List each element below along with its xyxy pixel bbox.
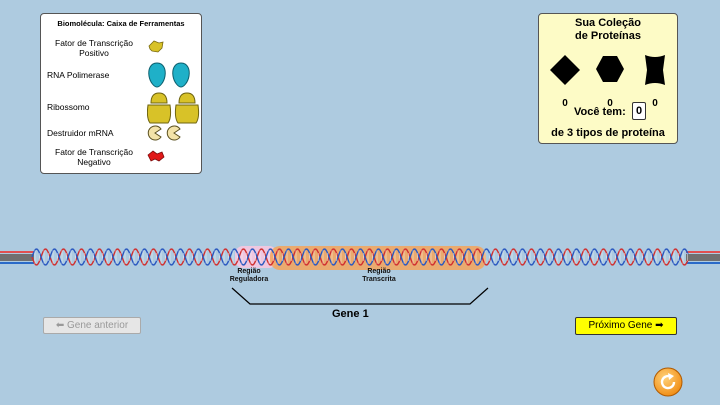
mrna-destroyer-icon[interactable] [147,125,183,141]
toolbox-label-rna-polymerase: RNA Polimerase [47,70,110,80]
dna-end-left-blue [0,262,34,264]
gene-label: Gene 1 [332,308,369,320]
dna-strand [0,246,720,270]
dna-strand-end-right [686,254,720,261]
dna-end-right-blue [686,262,720,264]
toolbox-label-mrna-destroyer: Destruidor mRNA [47,128,114,138]
reset-button[interactable] [653,367,683,397]
arrow-left-icon: ⬅ [55,320,65,331]
dna-strand-end-left [0,254,34,261]
negative-transcription-factor-icon[interactable] [147,149,165,163]
biomolecule-toolbox: Biomolécula: Caixa de Ferramentas Fator … [40,13,202,174]
protein-types-label: de 3 tipos de proteína [551,127,665,139]
positive-transcription-factor-icon[interactable] [147,40,165,54]
hexagon-protein-icon [596,56,624,82]
you-have-label: Você tem: [574,106,626,118]
you-have-value: 0 [632,102,646,120]
transcribed-region-label: Região Transcrita [362,268,396,283]
protein-collection-panel: Sua Coleção de Proteínas 0 0 0 Você tem:… [538,13,678,144]
next-gene-button[interactable]: Próximo Gene ➡ [575,317,677,335]
barrel-protein-icon [645,55,665,85]
next-gene-label: Próximo Gene [588,320,653,331]
arrow-right-icon: ➡ [655,320,664,331]
collection-title: Sua Coleção de Proteínas [539,17,677,43]
previous-gene-button[interactable]: ⬅ Gene anterior [43,317,141,334]
regulatory-region-label: Região Reguladora [229,268,269,283]
toolbox-label-negative-tf: Fator de Transcrição Negativo [55,147,133,167]
collection-title-line1: Sua Coleção [574,17,642,29]
previous-gene-label: Gene anterior [67,320,129,331]
protein-count-barrel: 0 [652,98,658,109]
dna-backbone-red [31,248,689,266]
protein-count-diamond: 0 [562,98,568,109]
toolbox-label-ribosome: Ribossomo [47,102,90,112]
protein-count-hexagon: 0 [607,98,613,109]
collection-title-line2: de Proteínas [574,30,642,42]
toolbox-label-positive-tf: Fator de Transcrição Positivo [55,38,133,58]
dna-backbone-blue [31,248,689,266]
dna-end-left-red [0,251,34,253]
dna-end-right-red [686,251,720,253]
toolbox-title: Biomolécula: Caixa de Ferramentas [57,19,185,28]
dna-base-pairs [34,250,688,264]
diamond-protein-icon [550,55,580,85]
gene-bracket [231,287,489,305]
rna-polymerase-icon[interactable] [147,62,191,88]
ribosome-icon[interactable] [147,92,201,124]
reload-icon [660,373,676,390]
